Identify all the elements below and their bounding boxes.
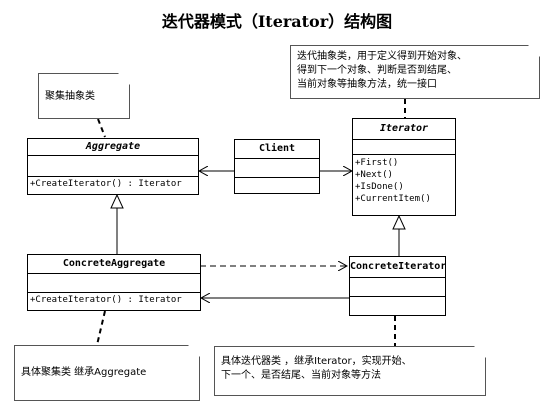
concrete-iterator-note-line-2: 下一个、是否结尾、当前对象等方法 bbox=[221, 370, 381, 381]
iterator-note-line-3: 当前对象等抽象方法，统一接口 bbox=[297, 79, 437, 90]
concrete-iterator-class: ConcreteIterator bbox=[349, 256, 446, 316]
aggregate-note-link bbox=[97, 118, 106, 138]
iterator-class: Iterator +First() +Next() +IsDone() +Cur… bbox=[352, 118, 456, 216]
concrete-iterator-note-line-1: 具体迭代器类 ，继承Iterator，实现开始、 bbox=[221, 356, 412, 367]
concrete-aggregate-note-link bbox=[96, 310, 106, 346]
concrete-iterator-note: 具体迭代器类 ，继承Iterator，实现开始、 下一个、是否结尾、当前对象等方… bbox=[214, 346, 486, 396]
aggregate-class-name: Aggregate bbox=[28, 139, 198, 156]
iterator-operations: +First() +Next() +IsDone() +CurrentItem(… bbox=[353, 155, 455, 206]
concrete-iterator-class-name: ConcreteIterator bbox=[350, 257, 446, 278]
iterator-attributes bbox=[353, 140, 455, 155]
client-class: Client bbox=[234, 139, 320, 194]
note-fold-corner bbox=[528, 45, 540, 57]
aggregate-class: Aggregate +CreateIterator() : Iterator bbox=[27, 138, 199, 195]
iterator-op-next: +Next() bbox=[355, 170, 393, 180]
client-class-name: Client bbox=[235, 140, 319, 159]
iterator-op-isdone: +IsDone() bbox=[355, 182, 404, 192]
aggregate-attributes bbox=[28, 156, 198, 177]
concrete-aggregate-note: 具体聚集类 继承Aggregate bbox=[14, 345, 200, 401]
concrete-aggregate-class-name: ConcreteAggregate bbox=[28, 255, 200, 274]
concrete-iterator-attributes bbox=[350, 278, 445, 297]
concrete-iterator-generalization-head bbox=[392, 214, 406, 230]
note-fold-corner bbox=[118, 73, 130, 85]
iterator-note: 迭代抽象类，用于定义得到开始对象、 得到下一个对象、判断是否到结尾、 当前对象等… bbox=[290, 45, 540, 99]
note-fold-corner bbox=[474, 346, 486, 358]
client-attributes bbox=[235, 159, 319, 178]
iterator-note-line-2: 得到下一个对象、判断是否到结尾、 bbox=[297, 65, 457, 76]
aggregate-note-text: 聚集抽象类 bbox=[45, 91, 95, 102]
concrete-iterator-operations bbox=[350, 297, 445, 315]
concrete-aggregate-operation: +CreateIterator() : Iterator bbox=[30, 295, 182, 305]
client-operations bbox=[235, 178, 319, 194]
concrete-aggregate-attributes bbox=[28, 274, 200, 293]
aggregate-operation: +CreateIterator() : Iterator bbox=[30, 179, 182, 189]
iterator-op-first: +First() bbox=[355, 158, 399, 168]
note-fold-corner bbox=[188, 345, 200, 357]
iterator-op-currentitem: +CurrentItem() bbox=[355, 194, 431, 204]
diagram-title: 迭代器模式（Iterator）结构图 bbox=[161, 12, 393, 31]
aggregate-note: 聚集抽象类 bbox=[38, 73, 130, 119]
iterator-class-name: Iterator bbox=[353, 119, 455, 140]
concrete-aggregate-note-text: 具体聚集类 继承Aggregate bbox=[21, 367, 147, 378]
concrete-aggregate-class: ConcreteAggregate +CreateIterator() : It… bbox=[27, 254, 201, 311]
iterator-note-line-1: 迭代抽象类，用于定义得到开始对象、 bbox=[297, 51, 467, 62]
concrete-aggregate-generalization-head bbox=[110, 193, 124, 209]
